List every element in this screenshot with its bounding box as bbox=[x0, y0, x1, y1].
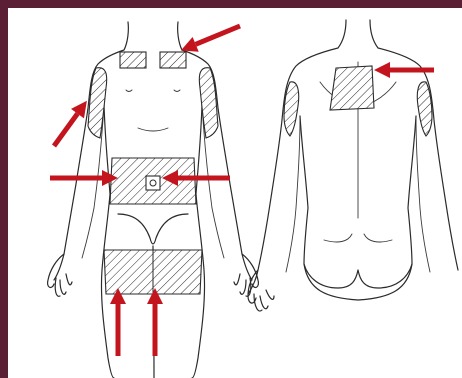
arrow-thigh-right bbox=[147, 288, 163, 356]
body-diagram bbox=[8, 8, 462, 378]
front-body-outline bbox=[54, 22, 252, 280]
upper-arm-left-zone bbox=[88, 68, 107, 138]
figure-frame bbox=[8, 8, 462, 378]
upper-back-zone bbox=[330, 66, 374, 110]
front-pelvis bbox=[118, 214, 188, 244]
upper-chest-right-zone bbox=[160, 52, 186, 68]
front-chest-details bbox=[126, 90, 180, 131]
arrow-upper-back bbox=[374, 62, 434, 78]
back-buttocks bbox=[304, 264, 412, 288]
indicator-arrows bbox=[48, 19, 434, 356]
back-left-hand bbox=[248, 270, 274, 311]
front-left-hand bbox=[48, 254, 72, 296]
navel-marker bbox=[146, 176, 160, 190]
arrow-thigh-left bbox=[110, 288, 126, 356]
upper-chest-left-zone bbox=[120, 52, 146, 68]
upper-arm-right-zone bbox=[199, 68, 218, 138]
front-right-hand bbox=[234, 254, 258, 296]
back-view bbox=[248, 20, 458, 311]
arrow-upper-arm bbox=[48, 96, 94, 151]
